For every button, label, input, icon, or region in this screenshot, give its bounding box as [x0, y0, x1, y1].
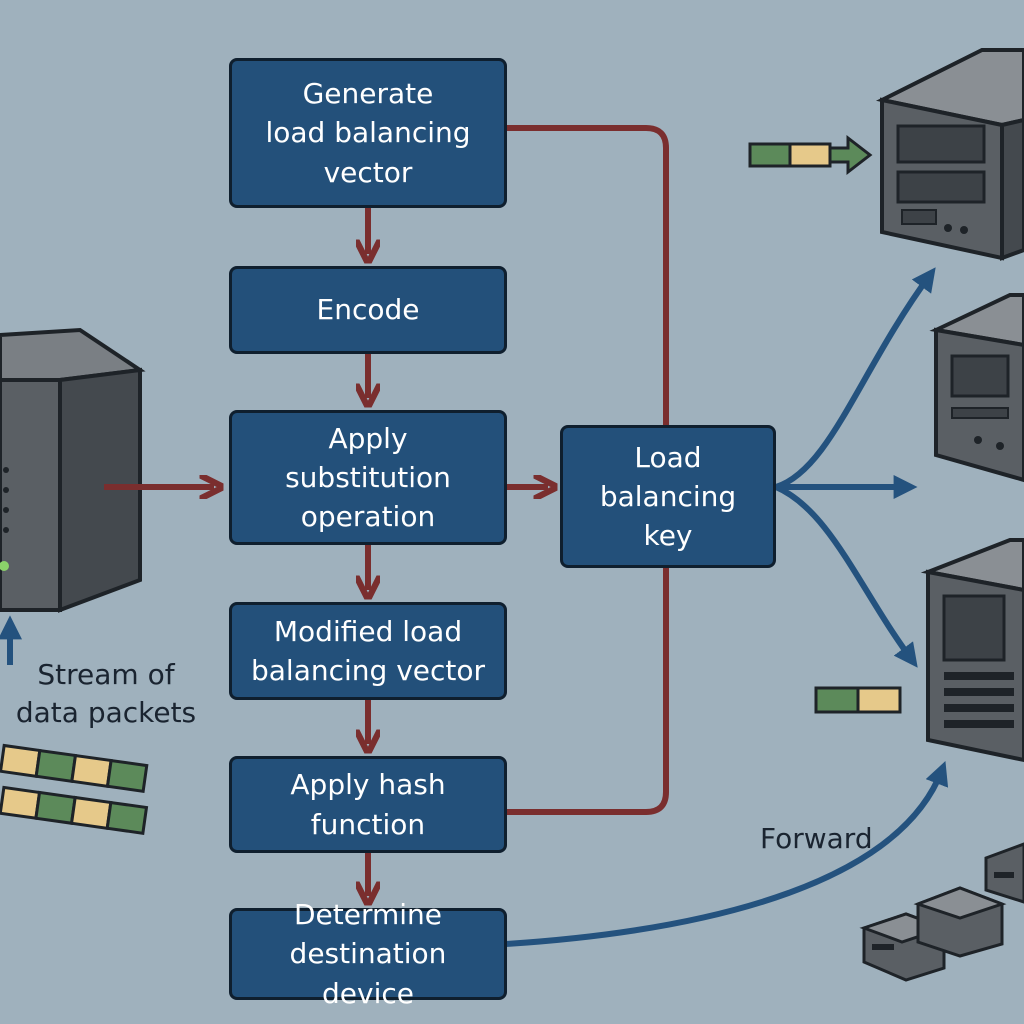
arrow-key-to-top-server	[775, 267, 936, 490]
arrow-key-to-bottom-server	[774, 484, 918, 668]
server-bottom-icon	[920, 538, 1024, 763]
connector-hash-to-key	[506, 566, 669, 815]
server-middle-icon	[929, 293, 1024, 483]
node-apply-hash: Apply hash function	[229, 756, 507, 853]
packet-bottom-icon	[814, 686, 902, 714]
node-determine-destination: Determine destination device	[229, 898, 507, 1010]
stream-label: Stream of data packets	[15, 658, 197, 729]
output-arrows	[505, 267, 949, 947]
node-generate-vector: Generate load balancing vector	[229, 58, 507, 208]
arrow-determine-to-server	[505, 761, 949, 947]
flow-arrows	[104, 125, 669, 896]
node-load-balancing-key: Load balancing key	[560, 425, 776, 568]
node-modified-vector: Modified load balancing vector	[229, 602, 507, 700]
node-encode: Encode	[229, 266, 507, 354]
connector-generate-to-key	[506, 125, 669, 428]
small-device-icon	[859, 842, 1024, 982]
source-server-icon	[0, 327, 146, 613]
data-packet-icon	[0, 743, 149, 835]
server-top-icon	[875, 48, 1024, 261]
forward-label: Forward	[760, 822, 873, 855]
node-apply-substitution: Apply substitution operation	[229, 410, 507, 545]
packet-top-icon	[748, 134, 873, 176]
